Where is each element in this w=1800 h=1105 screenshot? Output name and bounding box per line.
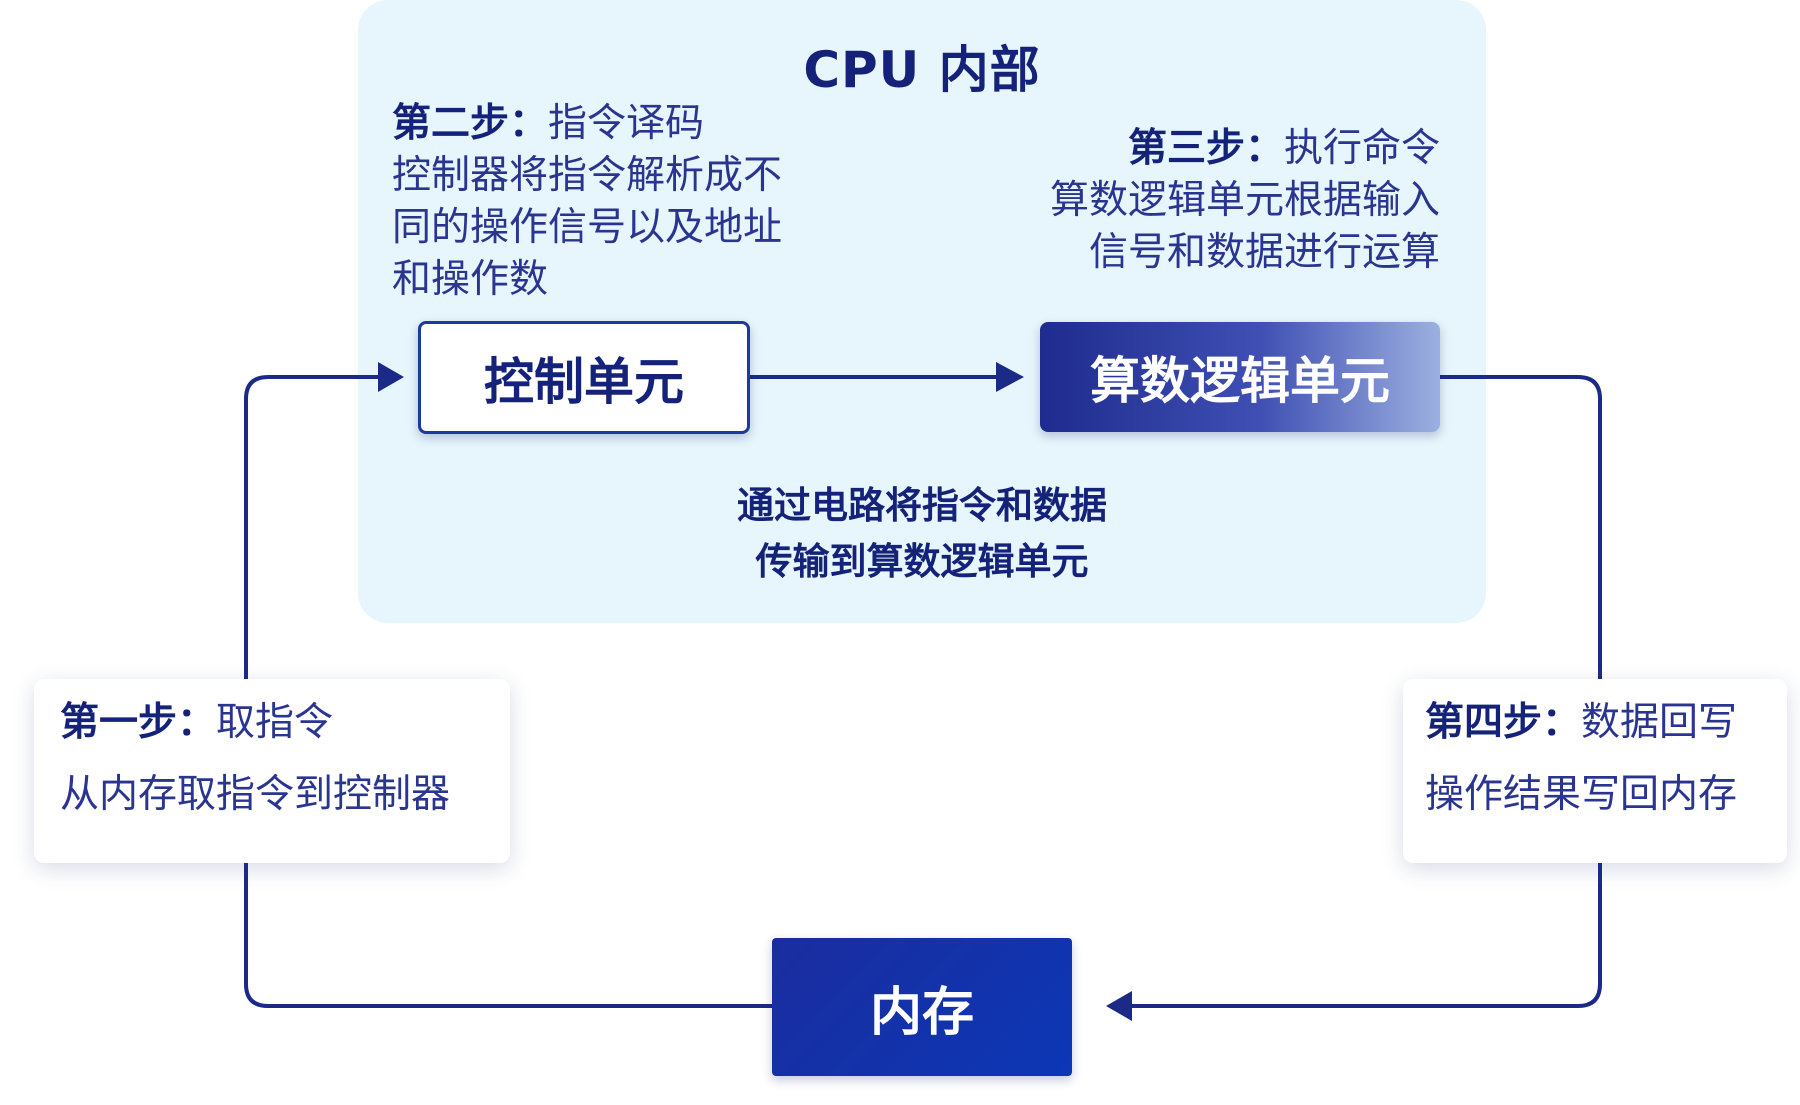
connector-memory-to-step1 (244, 863, 772, 1008)
alu-node: 算数逻辑单元 (1040, 322, 1440, 432)
cpu-internal-panel (358, 0, 1486, 623)
step1-description: 从内存取指令到控制器 (60, 772, 451, 817)
step1-card: 第一步：取指令 从内存取指令到控制器 (34, 679, 510, 863)
step3-heading: 第三步：执行命令 (960, 123, 1440, 175)
step3-annotation: 第三步：执行命令 算数逻辑单元根据输入 信号和数据进行运算 (960, 123, 1440, 279)
transfer-annotation: 通过电路将指令和数据 传输到算数逻辑单元 (358, 478, 1486, 590)
step4-title: 数据回写 (1581, 700, 1738, 745)
arrowhead-into-control (378, 362, 404, 392)
step3-label: 第三步： (1127, 126, 1284, 171)
step4-label: 第四步： (1425, 700, 1582, 745)
step3-line: 信号和数据进行运算 (1088, 230, 1440, 275)
transfer-line: 通过电路将指令和数据 (737, 484, 1107, 527)
cpu-panel-title: CPU 内部 (803, 41, 1041, 99)
arrowhead-into-alu (996, 362, 1024, 392)
arrowhead-into-memory (1106, 991, 1132, 1021)
step3-title: 执行命令 (1283, 126, 1440, 171)
step3-line: 算数逻辑单元根据输入 (1049, 178, 1440, 223)
step4-card: 第四步：数据回写 操作结果写回内存 (1403, 679, 1787, 863)
step2-line: 控制器将指令解析成不 (392, 153, 783, 198)
step2-heading: 第二步：指令译码 (392, 98, 842, 150)
step2-line: 同的操作信号以及地址 (392, 205, 783, 250)
connector-step1-to-control (244, 375, 378, 679)
control-unit-node: 控制单元 (418, 321, 750, 434)
step4-description: 操作结果写回内存 (1425, 772, 1738, 817)
step2-label: 第二步： (392, 101, 549, 146)
step4-heading: 第四步：数据回写 (1425, 687, 1787, 759)
connector-alu-to-step4 (1440, 375, 1602, 679)
transfer-line: 传输到算数逻辑单元 (755, 540, 1089, 583)
connector-step4-to-memory (1130, 863, 1602, 1008)
step2-annotation: 第二步：指令译码 控制器将指令解析成不 同的操作信号以及地址 和操作数 (392, 98, 842, 306)
step2-title: 指令译码 (548, 101, 705, 146)
memory-node: 内存 (772, 938, 1072, 1076)
step1-title: 取指令 (216, 700, 334, 745)
step1-label: 第一步： (60, 700, 217, 745)
step2-line: 和操作数 (392, 257, 549, 302)
step1-heading: 第一步：取指令 (60, 687, 510, 759)
